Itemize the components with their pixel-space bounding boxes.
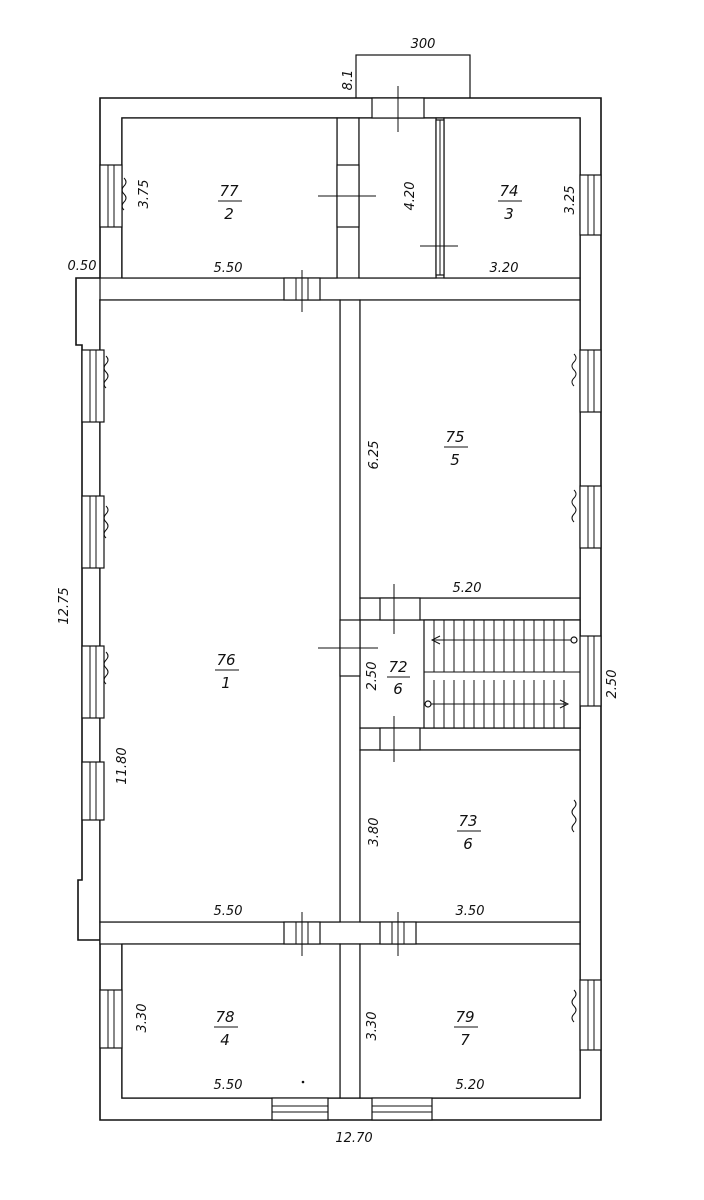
dim-r2-height: 3.75 [137,180,152,209]
svg-text:72: 72 [388,658,407,676]
dim-wall-offset: 0.50 [68,259,97,274]
dim-porch-depth: 8.1 [341,70,356,91]
svg-text:3: 3 [504,205,514,223]
room-7-label: 79 7 [454,1008,478,1049]
dim-r1-width: 5.50 [214,904,243,919]
dim-r4-height: 3.30 [135,1004,150,1033]
doors [283,86,458,956]
dim-overall-bottom: 12.70 [335,1131,372,1146]
rooms [99,117,581,1099]
svg-text:7: 7 [460,1031,470,1049]
dim-r7-width: 5.20 [456,1078,485,1093]
dim-r6-height: 3.80 [367,818,382,847]
dimension-labels: 300 8.1 3.75 5.50 4.20 3.25 3.20 0.50 6.… [57,37,620,1146]
svg-text:76: 76 [216,651,235,669]
svg-text:6: 6 [463,835,473,853]
room-labels: 77 2 74 3 75 5 76 1 72 6 73 6 [214,182,522,1049]
svg-text:2: 2 [224,205,234,223]
room-4-label: 78 4 [214,1008,238,1049]
dim-stair-height: 2.50 [365,662,380,691]
room-1-label: 76 1 [215,651,239,692]
svg-text:1: 1 [221,674,231,692]
porch [355,54,471,101]
svg-text:4: 4 [220,1031,230,1049]
dim-overall-left: 12.75 [57,587,72,624]
staircase [423,619,581,729]
dim-r3-width: 3.20 [490,261,519,276]
svg-text:5: 5 [450,451,460,469]
dim-r4-width: 5.50 [214,1078,243,1093]
dim-stair-right: 2.50 [605,670,620,699]
radiator-marks [103,177,577,1023]
dim-r3-height: 3.25 [563,186,578,215]
dim-r1-height: 11.80 [115,747,130,784]
svg-text:75: 75 [445,428,464,446]
dim-r7-height: 3.30 [365,1012,380,1041]
room-3-label: 74 3 [498,182,522,223]
room-6-label: 73 6 [457,812,481,853]
svg-text:77: 77 [219,182,239,200]
dim-porch-width: 300 [411,37,436,52]
svg-text:79: 79 [455,1008,474,1026]
room-5-label: 75 5 [444,428,468,469]
dim-r5-width: 5.20 [453,581,482,596]
dim-r6-width: 3.50 [456,904,485,919]
windows [81,164,602,1121]
stair-room-label: 72 6 [387,658,410,698]
mark-dot [301,1080,305,1084]
dim-r5-height: 6.25 [367,441,382,470]
svg-text:78: 78 [215,1008,234,1026]
svg-text:73: 73 [458,812,477,830]
svg-text:6: 6 [393,680,403,698]
room-2-label: 77 2 [218,182,242,223]
dim-corridor-height: 4.20 [403,182,418,211]
dim-r2-width: 5.50 [214,261,243,276]
svg-text:74: 74 [499,182,518,200]
